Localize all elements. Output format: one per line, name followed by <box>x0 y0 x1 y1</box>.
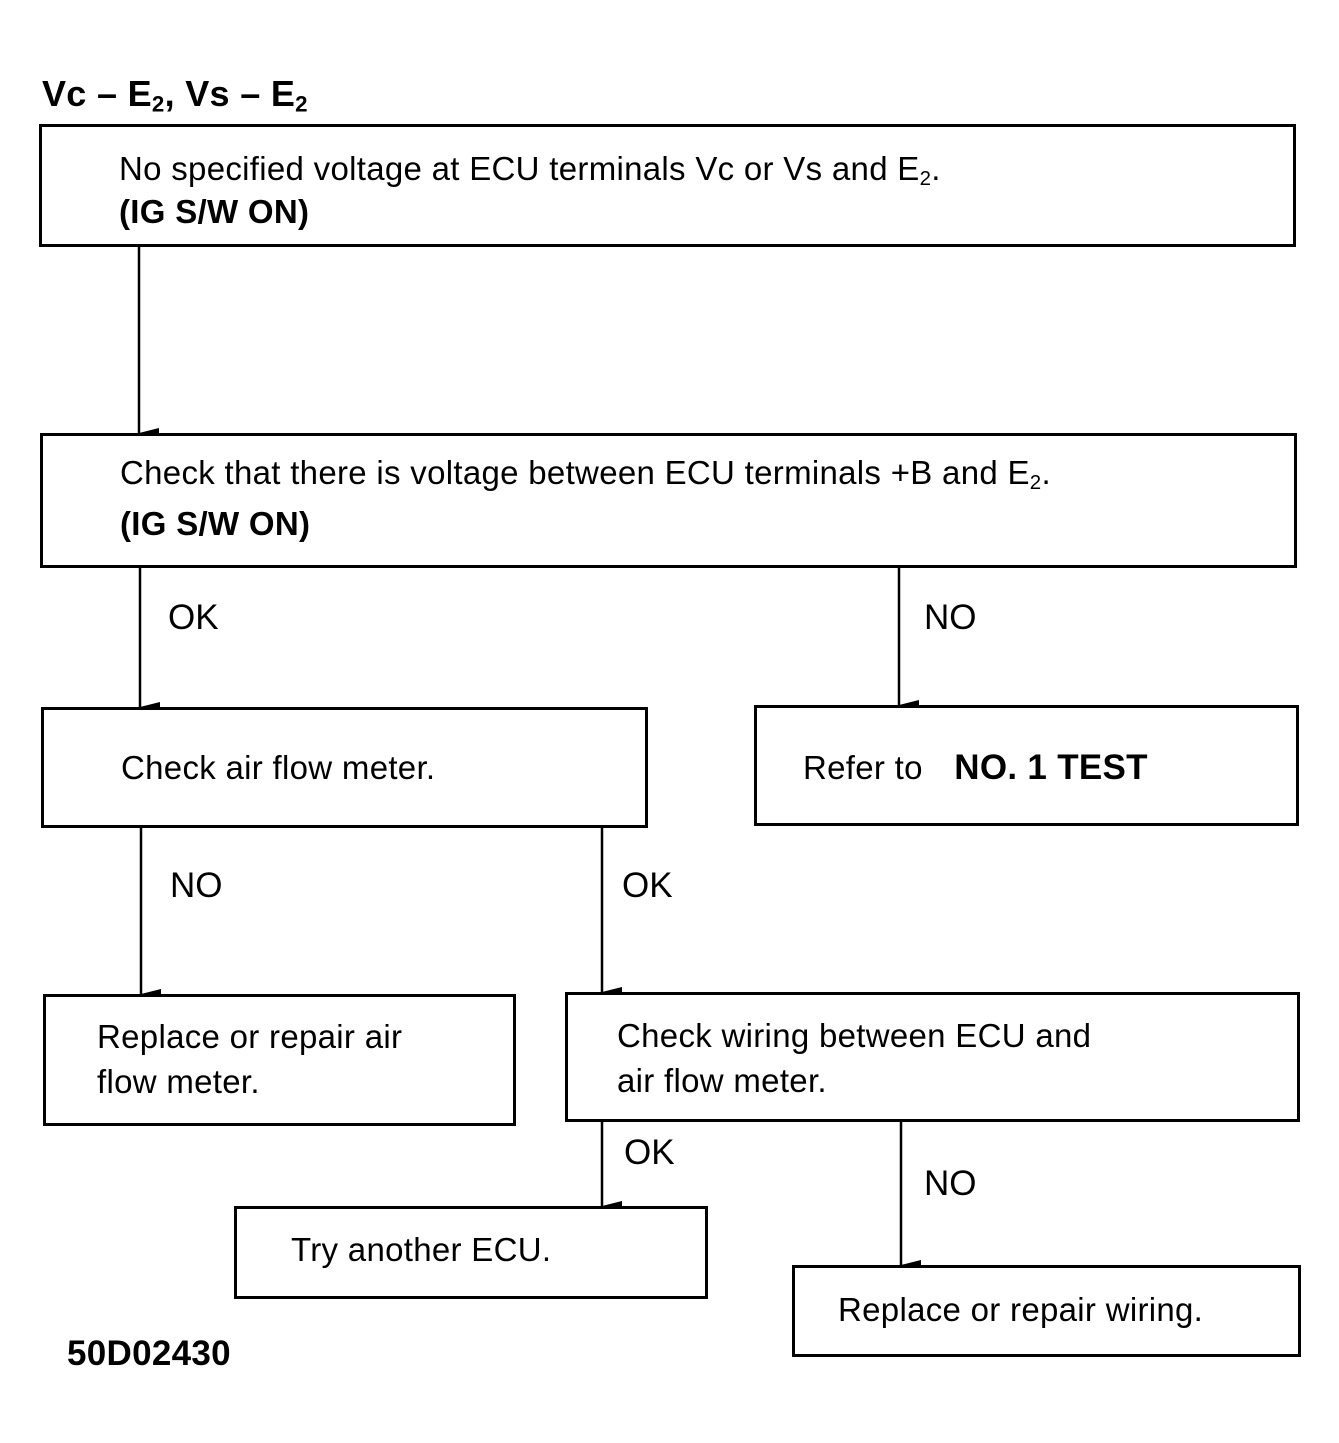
box-text: Check air flow meter. <box>121 749 436 786</box>
box-no-voltage: No specified voltage at ECU terminals Vc… <box>39 124 1296 247</box>
subscript: 2 <box>295 91 308 117</box>
dash: – <box>240 73 261 114</box>
box-replace-air-flow-meter: Replace or repair air flow meter. <box>43 994 516 1126</box>
box-refer-test: Refer to NO. 1 TEST <box>754 705 1299 826</box>
box-check-voltage: Check that there is voltage between ECU … <box>40 433 1297 568</box>
e-term: E <box>127 73 152 114</box>
label-ok: OK <box>622 866 673 905</box>
box-text-line2: air flow meter. <box>617 1062 827 1099</box>
subscript: 2 <box>1029 471 1042 495</box>
box-text-line1: Check that there is voltage between ECU … <box>120 451 1051 495</box>
box-try-another-ecu: Try another ECU. <box>234 1206 708 1299</box>
refer-prefix: Refer to <box>803 749 923 786</box>
box-text-line1: Replace or repair air <box>97 1018 403 1055</box>
label-ok: OK <box>624 1133 675 1172</box>
box-text-line2: (IG S/W ON) <box>120 505 311 542</box>
box-text-line2: (IG S/W ON) <box>119 193 310 230</box>
label-ok: OK <box>168 598 219 637</box>
label-no: NO <box>924 598 977 637</box>
label-no: NO <box>924 1164 977 1203</box>
check-line1: Check that there is voltage between ECU … <box>120 454 1030 491</box>
box-text-line1: Check wiring between ECU and <box>617 1017 1092 1054</box>
box-text: Refer to NO. 1 TEST <box>803 746 1148 790</box>
subscript: 2 <box>151 91 165 117</box>
box-replace-wiring: Replace or repair wiring. <box>792 1265 1301 1357</box>
box-text: Try another ECU. <box>291 1231 552 1268</box>
box-text-line1: No specified voltage at ECU terminals Vc… <box>119 147 941 191</box>
label-no: NO <box>170 866 223 905</box>
comma: , <box>164 73 175 114</box>
box-text: Replace or repair wiring. <box>838 1291 1204 1328</box>
vs-term: Vs <box>185 73 230 114</box>
subscript: 2 <box>919 167 932 191</box>
diagram-title: Vc – E2, Vs – E2 <box>42 72 308 116</box>
vc-term: Vc <box>42 73 87 114</box>
box-text-line2: flow meter. <box>97 1063 260 1100</box>
dash: – <box>96 73 118 114</box>
refer-test-name: NO. 1 TEST <box>954 748 1148 787</box>
box-check-air-flow-meter: Check air flow meter. <box>41 707 648 828</box>
period: . <box>1041 454 1051 491</box>
period: . <box>931 150 941 187</box>
start-line1: No specified voltage at ECU terminals Vc… <box>119 150 920 187</box>
figure-id: 50D02430 <box>67 1334 231 1373</box>
box-check-wiring: Check wiring between ECU and air flow me… <box>565 992 1300 1122</box>
e-term: E <box>270 73 296 114</box>
